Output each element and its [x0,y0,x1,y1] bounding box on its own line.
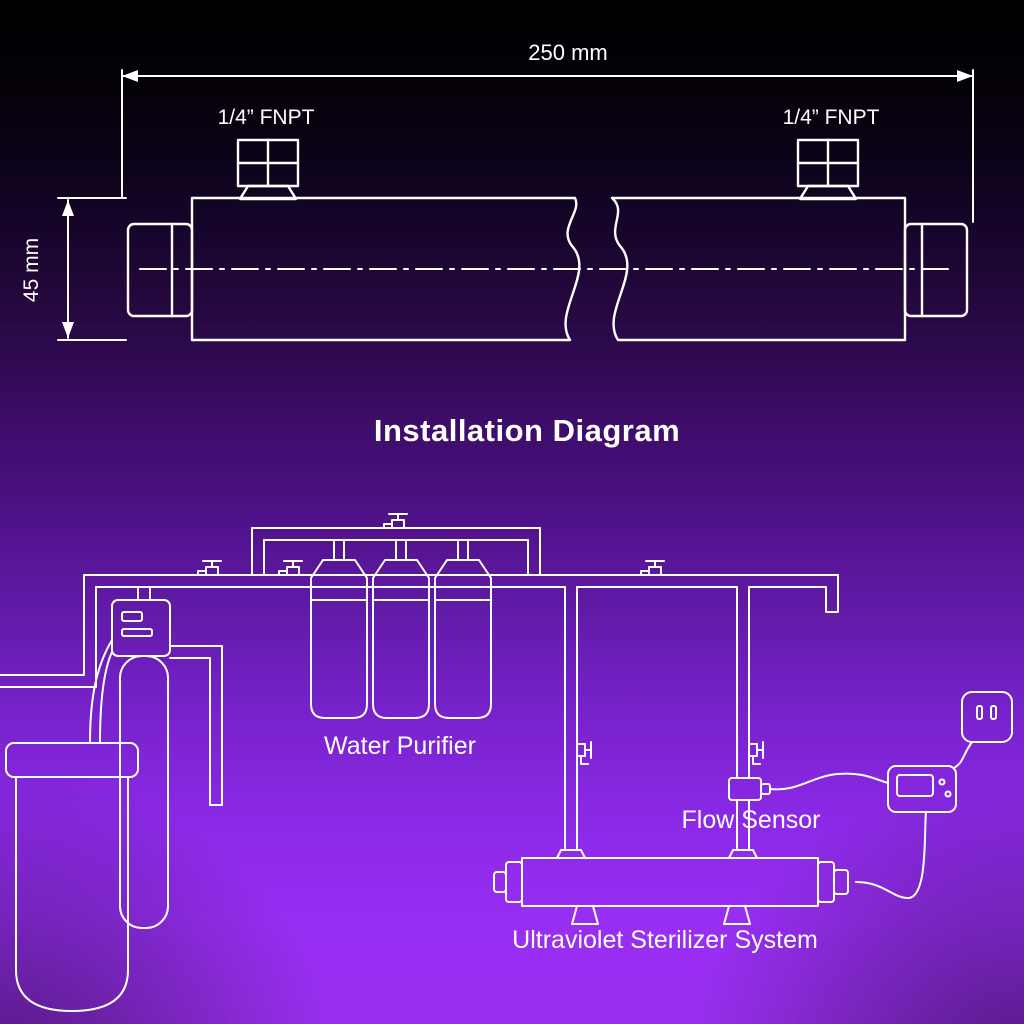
installation-artwork [0,513,1013,1012]
diameter-dimension-label: 45 mm [20,237,43,303]
power-cable [953,741,973,769]
lamp-plug [833,869,849,895]
faucet-icon [640,560,665,576]
port-fitting-right [796,138,860,201]
page-title: Installation Diagram [373,413,681,448]
dimension-250mm [121,69,974,223]
uv-sterilizer [493,849,849,925]
water-softener [111,599,171,929]
power-outlet [961,691,1013,743]
faucet-icon [576,741,592,765]
dimension-45mm [57,197,127,341]
length-dimension-label: 250 mm [528,40,608,65]
uv-chamber-body [126,196,969,342]
faucet-icon [197,560,222,576]
controller [855,741,973,899]
flow-sensor-device [728,772,889,801]
water-purifier-label: Water Purifier [324,732,476,760]
mount-bracket [723,905,751,925]
mount-bracket [571,905,599,925]
port-label-right: 1/4” FNPT [782,106,880,129]
pipes [0,527,839,851]
filter-canister [310,559,368,719]
faucet-icon [278,560,303,576]
end-cap-right [903,222,969,318]
lamp-wire [855,811,927,899]
uv-system-label: Ultraviolet Sterilizer System [512,926,818,954]
outlet-fitting [728,849,758,859]
softener-tank [119,655,169,929]
filter-canister [372,559,430,719]
faucet-icon [748,741,764,765]
faucet-icon [383,513,408,529]
controller-screen [896,774,934,797]
technical-drawing [57,69,974,342]
sensor-wire [769,772,889,791]
port-label-left: 1/4” FNPT [217,106,315,129]
flow-sensor-label: Flow Sensor [681,806,821,834]
port-fitting-left [236,138,300,201]
filter-housing [5,742,139,1012]
filter-canister [434,559,492,719]
inlet-fitting [556,849,586,859]
